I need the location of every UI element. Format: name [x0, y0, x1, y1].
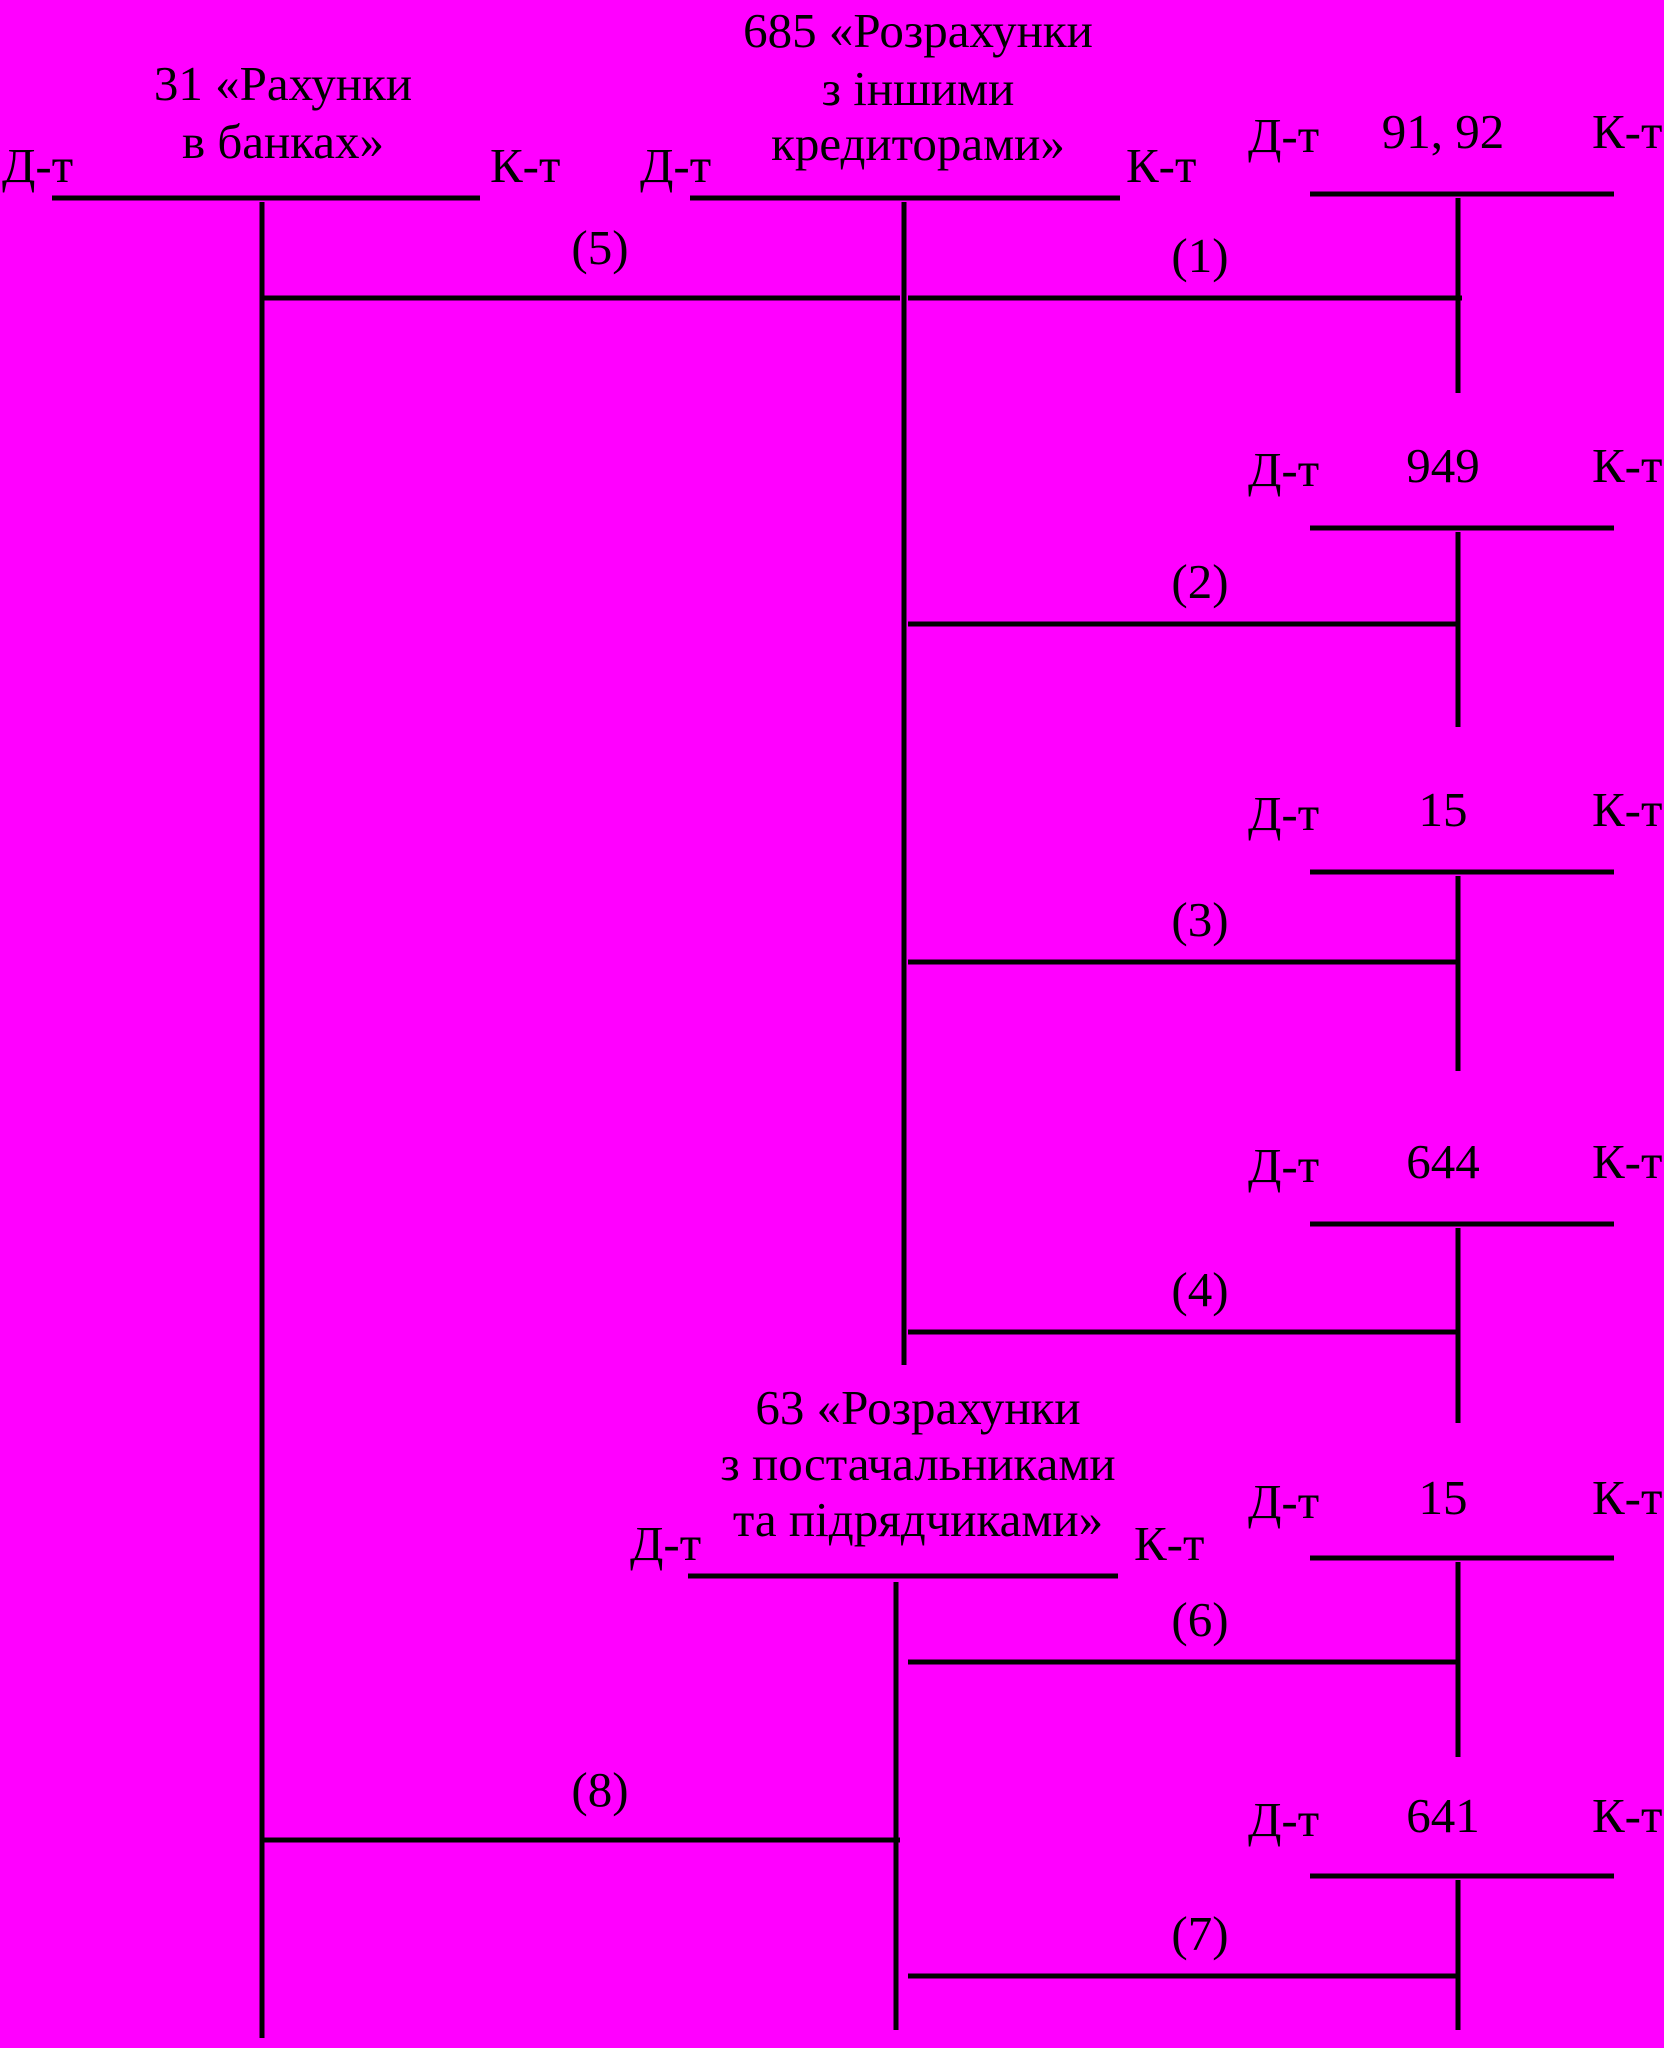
t-account-685: 685 «Розрахунки з іншими кредиторами» Д-… — [640, 3, 1196, 1365]
account-title-line: в банках» — [182, 114, 384, 169]
account-title-line: 15 — [1419, 1470, 1468, 1525]
credit-label: К-т — [1126, 138, 1196, 193]
credit-label: К-т — [1592, 438, 1662, 493]
t-account-63: 63 «Розрахунки з постачальниками та підр… — [630, 1380, 1204, 2030]
credit-label: К-т — [1592, 104, 1662, 159]
posting-label-7: (7) — [1171, 1906, 1228, 1961]
credit-label: К-т — [1592, 1470, 1662, 1525]
debit-label: Д-т — [1248, 442, 1319, 497]
debit-label: Д-т — [1248, 786, 1319, 841]
t-account-644: Д-т 644 К-т — [1248, 1134, 1662, 1423]
posting-label-3: (3) — [1171, 892, 1228, 947]
account-title-line: 63 «Розрахунки — [755, 1380, 1080, 1435]
account-title-line: з іншими — [822, 61, 1015, 116]
postings: (1) (5) (2) (3) (4) (6) (8) (7) — [262, 220, 1462, 1979]
t-account-949: Д-т 949 К-т — [1248, 438, 1662, 727]
credit-label: К-т — [1592, 1134, 1662, 1189]
debit-label: Д-т — [1248, 1474, 1319, 1529]
account-title-line: 91, 92 — [1382, 104, 1505, 159]
debit-label: Д-т — [1248, 108, 1319, 163]
account-title-line: 644 — [1406, 1134, 1480, 1189]
t-account-91-92: Д-т 91, 92 К-т — [1248, 104, 1662, 393]
credit-label: К-т — [490, 138, 560, 193]
account-title-line: 949 — [1406, 438, 1480, 493]
debit-label: Д-т — [640, 138, 711, 193]
account-title-line: 15 — [1419, 782, 1468, 837]
credit-label: К-т — [1592, 1788, 1662, 1843]
account-title-line: з постачальниками — [720, 1436, 1115, 1491]
t-account-15-upper: Д-т 15 К-т — [1248, 782, 1662, 1071]
posting-label-1: (1) — [1171, 228, 1228, 283]
posting-label-4: (4) — [1171, 1262, 1228, 1317]
t-account-15-lower: Д-т 15 К-т — [1248, 1470, 1662, 1757]
debit-label: Д-т — [1248, 1792, 1319, 1847]
credit-label: К-т — [1134, 1516, 1204, 1571]
debit-label: Д-т — [2, 138, 73, 193]
account-title-line: 31 «Рахунки — [154, 56, 412, 111]
posting-label-2: (2) — [1171, 554, 1228, 609]
posting-label-6: (6) — [1171, 1592, 1228, 1647]
account-title-line: 685 «Розрахунки — [743, 3, 1093, 58]
account-title-line: та підрядчиками» — [733, 1492, 1103, 1547]
debit-label: Д-т — [630, 1516, 701, 1571]
debit-label: Д-т — [1248, 1138, 1319, 1193]
account-title-line: 641 — [1406, 1788, 1480, 1843]
posting-label-5: (5) — [571, 220, 628, 275]
t-account-31: 31 «Рахунки в банках» Д-т К-т — [2, 56, 560, 2038]
t-account-641: Д-т 641 К-т — [1248, 1788, 1662, 2030]
credit-label: К-т — [1592, 782, 1662, 837]
account-title-line: кредиторами» — [771, 116, 1065, 171]
posting-label-8: (8) — [571, 1762, 628, 1817]
